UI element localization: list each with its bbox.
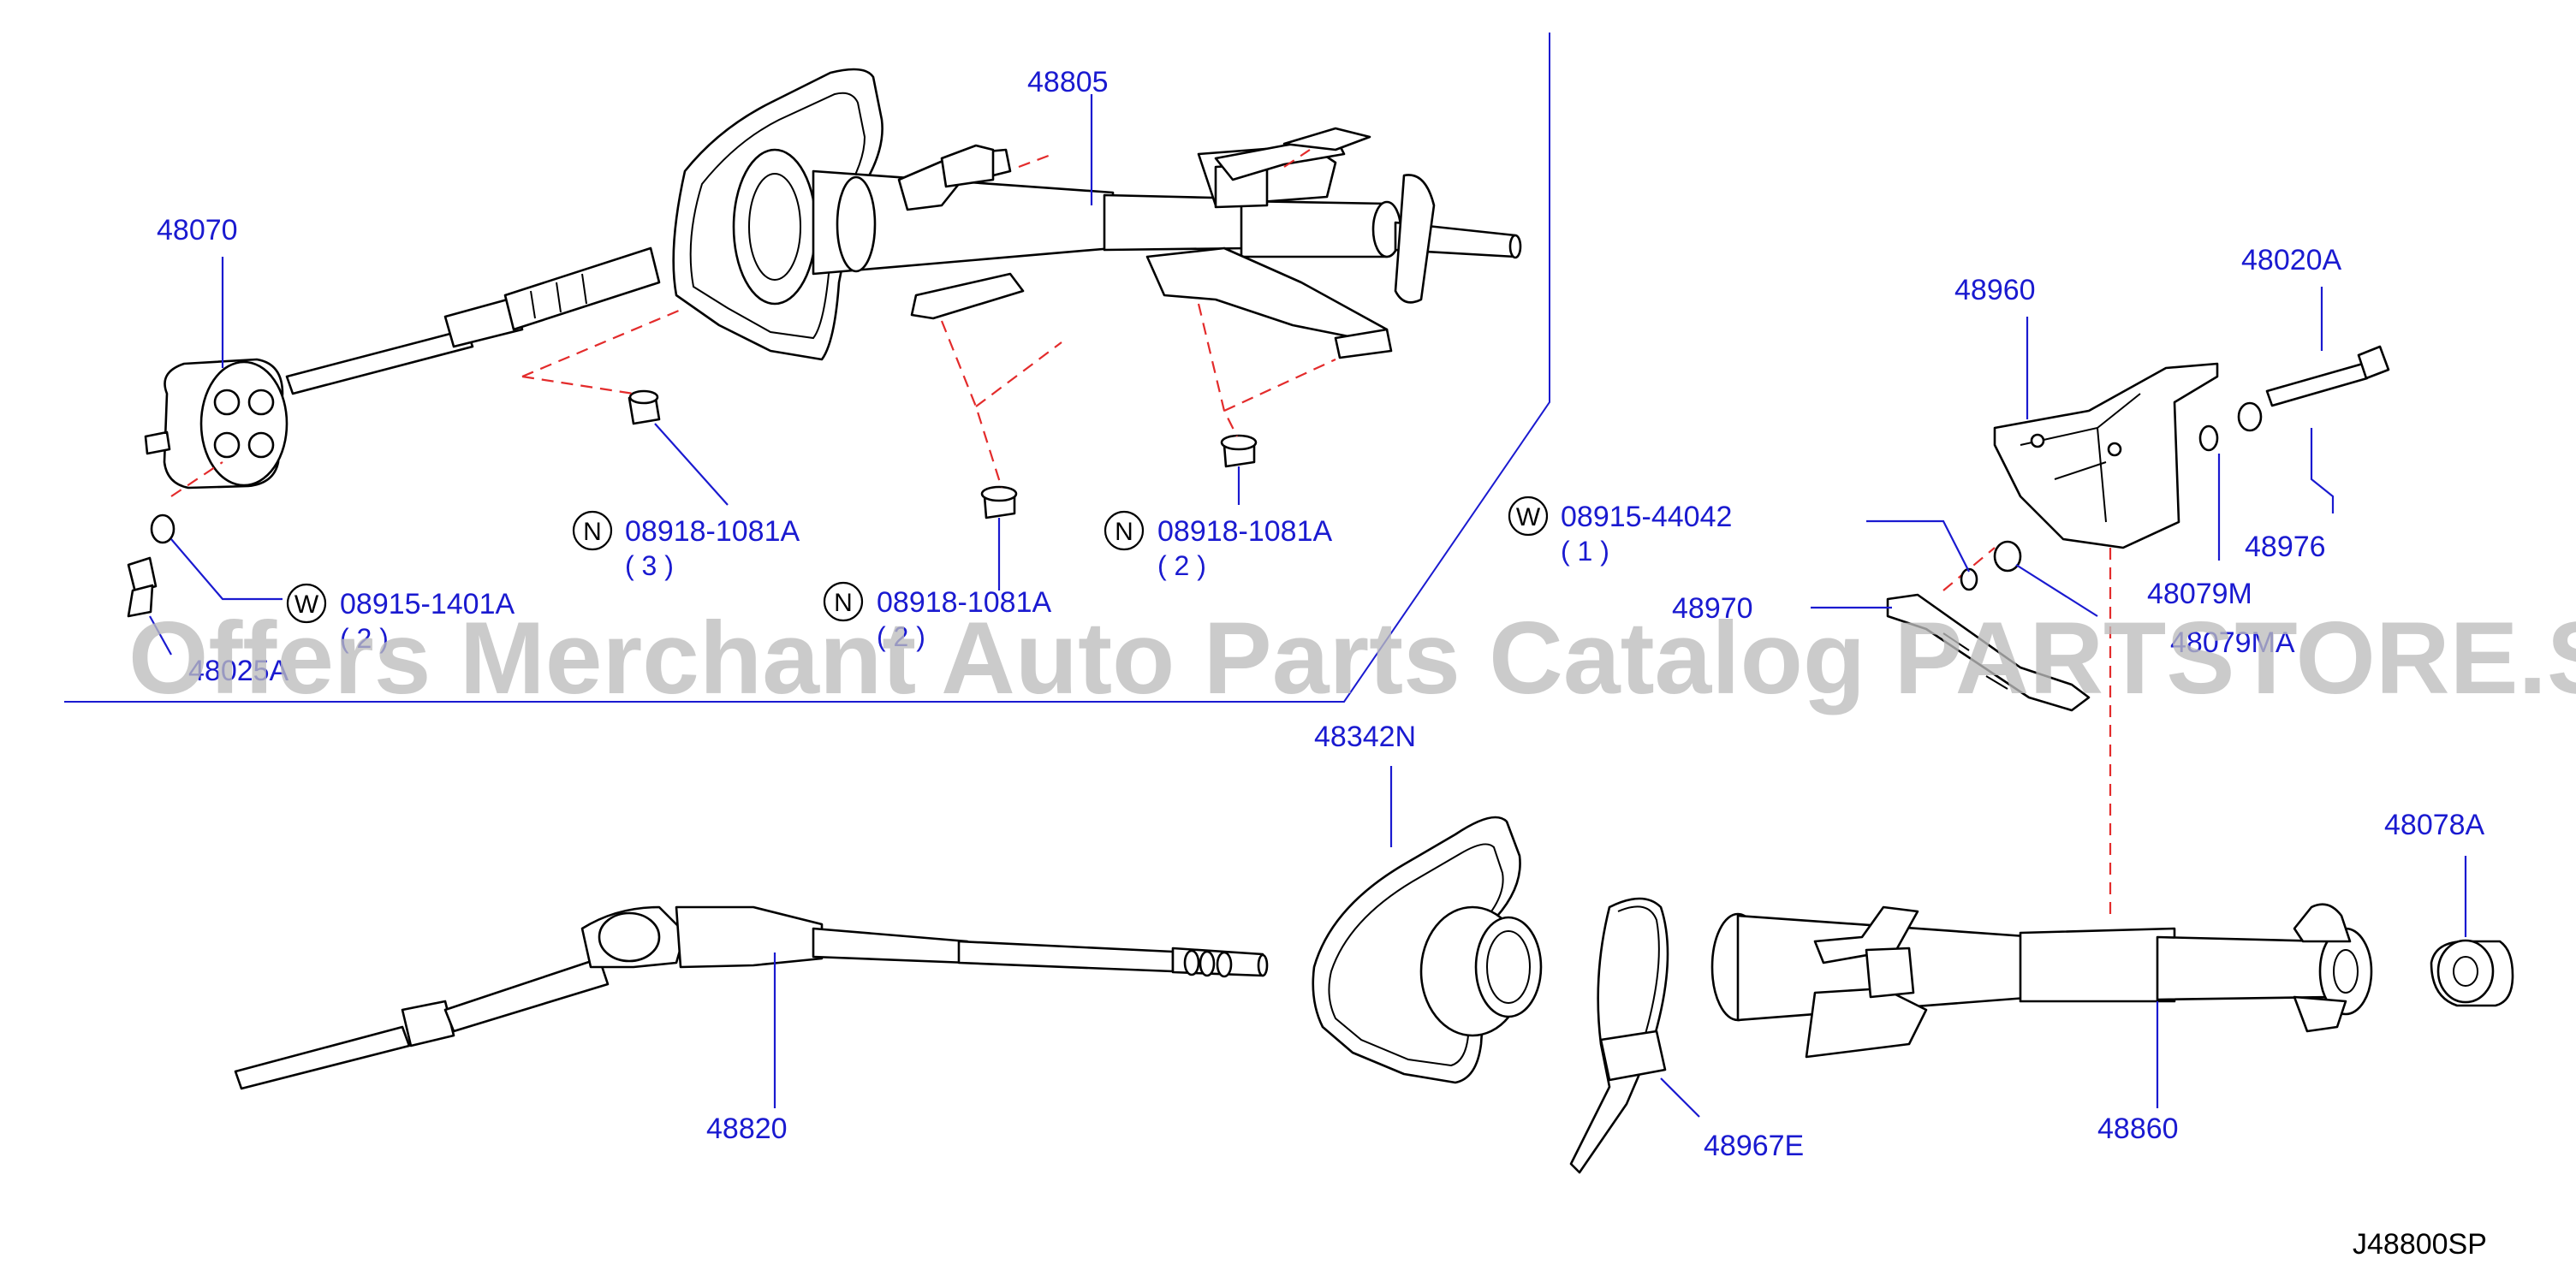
callout-prefix: W: [1516, 503, 1541, 531]
washer-08915-1401a[interactable]: [150, 513, 176, 544]
column-jacket-48860[interactable]: [1710, 903, 2373, 1059]
callout-prefix: W: [294, 590, 319, 619]
callout-prefix: N: [583, 518, 602, 546]
nut-48078a[interactable]: [2430, 939, 2514, 1007]
leader-lines: [149, 94, 2467, 1118]
washer-48079ma[interactable]: [1993, 540, 2022, 573]
bolt-48020a[interactable]: [2265, 345, 2390, 407]
band-48967e[interactable]: [1569, 897, 1669, 1174]
label-48805[interactable]: 48805: [1027, 66, 1109, 98]
washer-48079m[interactable]: [2198, 424, 2219, 452]
label-48967e[interactable]: 48967E: [1704, 1130, 1804, 1162]
callout-qty: ( 1 ): [1561, 536, 1609, 567]
label-48860[interactable]: 48860: [2097, 1113, 2179, 1145]
label-48070[interactable]: 48070: [157, 214, 238, 246]
nut-08918-1081a-left[interactable]: [628, 389, 661, 425]
label-48970[interactable]: 48970: [1672, 592, 1753, 625]
label-48078a[interactable]: 48078A: [2384, 809, 2485, 841]
nut-08918-1081a-middle[interactable]: [980, 485, 1018, 519]
washer-48976[interactable]: [2237, 401, 2263, 432]
callout-nut-3[interactable]: N 08918-1081A ( 3 ): [572, 510, 800, 581]
callout-prefix: N: [1115, 518, 1133, 546]
callout-code: 08915-1401A: [340, 588, 515, 620]
label-48820[interactable]: 48820: [706, 1113, 788, 1145]
washer-08915-44042[interactable]: [1960, 567, 1978, 591]
label-48976[interactable]: 48976: [2245, 531, 2326, 563]
callout-nut-2-right[interactable]: N 08918-1081A ( 2 ): [1104, 510, 1333, 581]
universal-joint-48070[interactable]: [144, 358, 289, 490]
callout-code: 08918-1081A: [1157, 515, 1333, 548]
callout-code: 08915-44042: [1561, 501, 1732, 533]
nut-08918-1081a-right[interactable]: [1220, 434, 1258, 468]
callout-washer-1[interactable]: W 08915-44042 ( 1 ): [1508, 496, 1732, 567]
bolt-48025a[interactable]: [127, 556, 158, 618]
label-48079ma[interactable]: 48079MA: [2170, 626, 2295, 659]
bracket-48970[interactable]: [1886, 593, 2091, 712]
label-48960[interactable]: 48960: [1954, 274, 2036, 306]
callout-code: 08918-1081A: [877, 586, 1052, 619]
label-48342n[interactable]: 48342N: [1314, 721, 1416, 753]
watermark: Offers Merchant Auto Parts Catalog PARTS…: [128, 601, 2576, 715]
callout-qty: ( 2 ): [340, 623, 389, 654]
callout-washer-2[interactable]: W 08915-1401A ( 2 ): [286, 583, 515, 654]
callout-code: 08918-1081A: [625, 515, 800, 548]
column-hole-cover-48342n[interactable]: [1312, 816, 1543, 1084]
part-labels: 48805 48070 48960 48020A 48976 48079M 48…: [157, 66, 2485, 1162]
label-48025a[interactable]: 48025A: [188, 655, 289, 687]
callout-prefix: N: [834, 589, 853, 617]
intermediate-shaft-48820[interactable]: [234, 905, 1269, 1090]
diagram-code: J48800SP: [2353, 1228, 2487, 1261]
bracket-48960[interactable]: [1993, 362, 2219, 549]
steering-column-assembly[interactable]: [285, 68, 1522, 395]
label-48020a[interactable]: 48020A: [2241, 244, 2342, 276]
callout-qty: ( 3 ): [625, 550, 674, 581]
callout-qty: ( 2 ): [1157, 550, 1206, 581]
group-boundary: [64, 33, 1550, 703]
label-48079m[interactable]: 48079M: [2147, 578, 2252, 610]
callout-nut-2-middle[interactable]: N 08918-1081A ( 2 ): [823, 581, 1052, 652]
dashed-assembly-guides: [170, 149, 2112, 920]
callout-qty: ( 2 ): [877, 621, 925, 652]
